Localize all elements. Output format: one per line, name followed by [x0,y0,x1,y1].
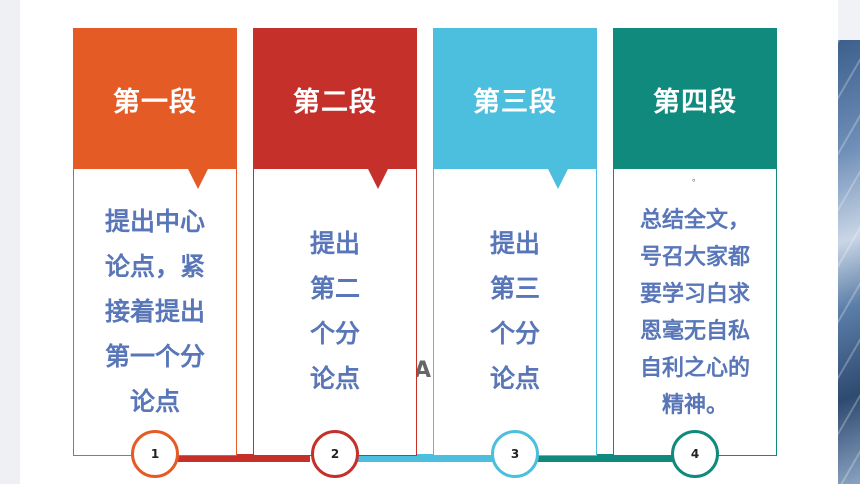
stage-body-2: 提出 第二 个分 论点 [309,229,360,393]
stage-title-1: 第一段 [113,86,197,118]
stage-4-mark: 。 [692,174,702,184]
stage-pointer-3 [548,169,568,189]
stage-card-4: 第四段 。 总结全文， 号召大家都 要学习白求 恩毫无自私 自利之心的 精神。 [613,28,777,456]
stage-header-4: 第四段 [614,29,776,169]
stage-card-1: 第一段 提出中心 论点，紧 接着提出 第一个分 论点 [73,28,237,456]
stage-node-2: 2 [311,430,359,478]
stage-node-4: 4 [671,430,719,478]
stage-body-1: 提出中心 论点，紧 接着提出 第一个分 论点 [104,206,205,416]
stage-pointer-1 [188,169,208,189]
stage-card-2: 第二段 提出 第二 个分 论点 [253,28,417,456]
stage-body-4: 总结全文， 号召大家都 要学习白求 恩毫无自私 自利之心的 精神。 [639,208,750,418]
stage-pointer-2 [368,169,388,189]
stage-node-3: 3 [491,430,539,478]
timeline-segment-3 [520,454,690,462]
stage-card-3: 第三段 提出 第三 个分 论点 [433,28,597,456]
stage-header-1: 第一段 [74,29,236,169]
stage-title-2: 第二段 [293,86,377,118]
left-margin-strip [0,0,20,484]
background-photo-edge [838,40,860,484]
stage-body-3: 提出 第三 个分 论点 [489,229,540,393]
stage-node-1: 1 [131,430,179,478]
timeline-segment-2 [340,454,510,462]
stage-title-3: 第三段 [473,86,557,118]
stage-header-3: 第三段 [434,29,596,169]
timeline-segment-1 [160,454,310,462]
stage-title-4: 第四段 [653,86,737,118]
stage-header-2: 第二段 [254,29,416,169]
